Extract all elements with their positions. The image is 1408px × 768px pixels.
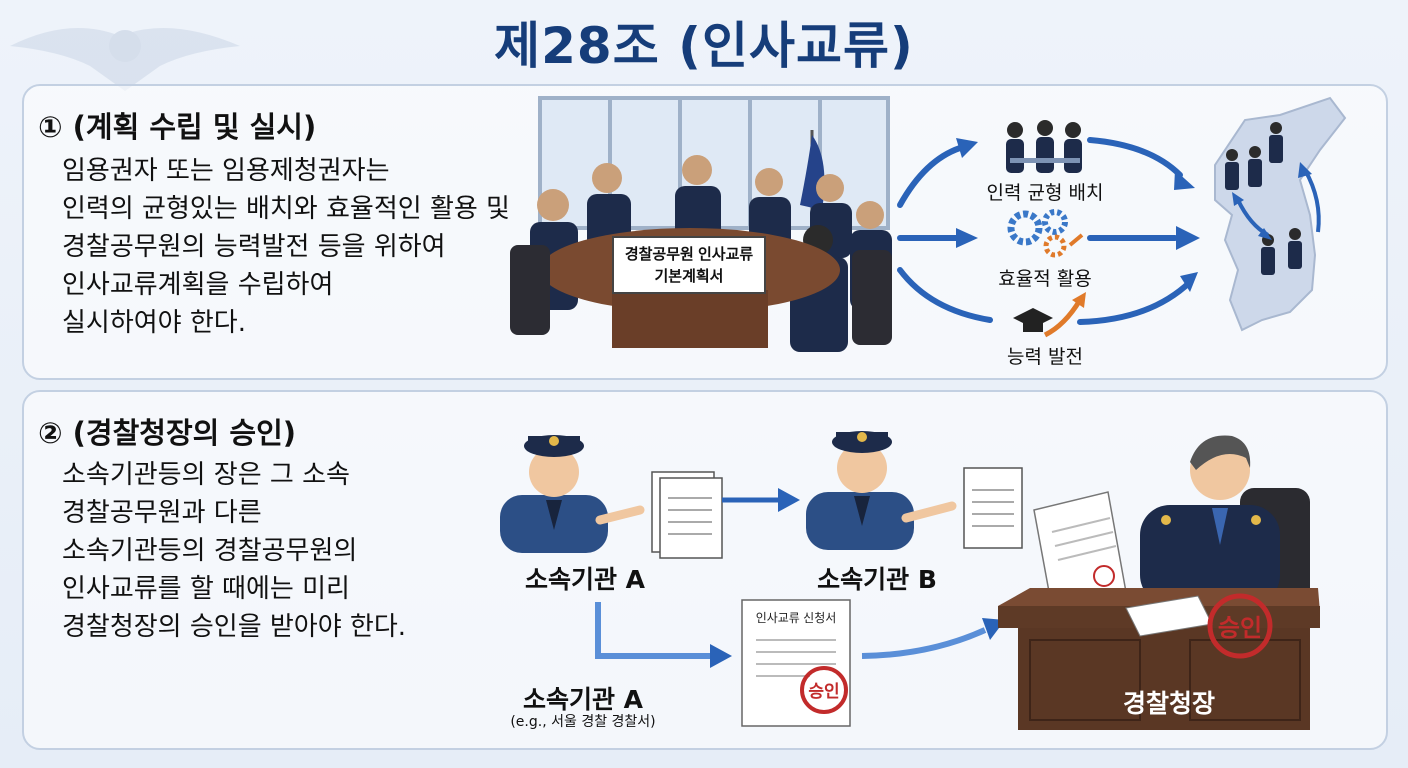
label-agency-b: 소속기관 B [817, 565, 937, 594]
approval-stamp-small [800, 666, 848, 714]
label-police-chief: 경찰청장 [1122, 689, 1215, 718]
approval-request-arrow [595, 602, 712, 659]
section-2-line: 소속기관등의 경찰공무원의 [62, 536, 358, 566]
flow-arrows [897, 137, 1193, 325]
police-chief-figure [1140, 435, 1280, 605]
approval-request-arrow-head [710, 644, 732, 668]
label-agency-a-example: (e.g., 서울 경찰 경찰서) [510, 714, 656, 730]
sign-line-2: 기본계획서 [654, 268, 723, 285]
label-agency-a: 소속기관 A [524, 565, 646, 594]
approval-stamp-small-text: 승인 [808, 682, 839, 701]
approval-stamp-large-text: 승인 [1218, 615, 1262, 642]
section-1-line: 임용권자 또는 임용제청권자는 [62, 156, 390, 186]
chair [510, 245, 550, 335]
section-1-line: 실시하여야 한다. [62, 308, 246, 338]
growth-arrow-icon [1043, 292, 1086, 338]
document-icon [651, 471, 723, 559]
held-document [1033, 491, 1127, 609]
section-2-body: 소속기관등의 장은 그 소속 경찰공무원과 다른 소속기관등의 경찰공무원의 인… [62, 456, 406, 646]
korea-map [1214, 96, 1347, 332]
label-efficiency: 효율적 활용 [998, 268, 1092, 290]
transfer-arrow-head [778, 488, 800, 512]
gears-icon [1007, 209, 1084, 258]
section-1-body: 임용권자 또는 임용제청권자는 인력의 균형있는 배치와 효율적인 활용 및 경… [62, 152, 510, 342]
section-2-line: 인사교류를 할 때에는 미리 [62, 574, 350, 604]
chair [852, 250, 892, 345]
section-1-heading: ① (계획 수립 및 실시) [38, 110, 317, 144]
submit-arrow [861, 627, 987, 659]
officer-a-figure [500, 435, 645, 553]
section-1-line: 경찰공무원의 능력발전 등을 위하여 [62, 232, 446, 262]
page-title: 제28조 (인사교류) [494, 17, 914, 75]
police-emblem-watermark [10, 28, 240, 91]
application-doc-title: 인사교류 신청서 [756, 611, 837, 625]
label-development: 능력 발전 [1007, 346, 1083, 368]
label-agency-a-2: 소속기관 A [522, 685, 644, 714]
arrow-heads [956, 138, 1200, 292]
label-balance: 인력 균형 배치 [986, 182, 1104, 204]
section-2-line: 소속기관등의 장은 그 소속 [62, 460, 350, 490]
table-base [612, 290, 768, 348]
section-2-heading: ② (경찰청장의 승인) [38, 416, 297, 450]
section-2-line: 경찰청장의 승인을 받아야 한다. [62, 612, 407, 642]
application-document [741, 599, 851, 727]
graduation-cap-icon [1013, 308, 1053, 332]
document-icon [963, 467, 1023, 549]
sign-line-1: 경찰공무원 인사교류 [625, 245, 754, 263]
section-1-line: 인사교류계획을 수립하여 [62, 270, 334, 300]
section-2-line: 경찰공무원과 다른 [62, 498, 262, 528]
plan-document-sign [612, 236, 766, 294]
officer-b-figure [806, 431, 957, 550]
section-1-line: 인력의 균형있는 배치와 효율적인 활용 및 [62, 194, 510, 224]
approval-stamp-large [1207, 593, 1273, 659]
team-icon [1006, 120, 1082, 173]
